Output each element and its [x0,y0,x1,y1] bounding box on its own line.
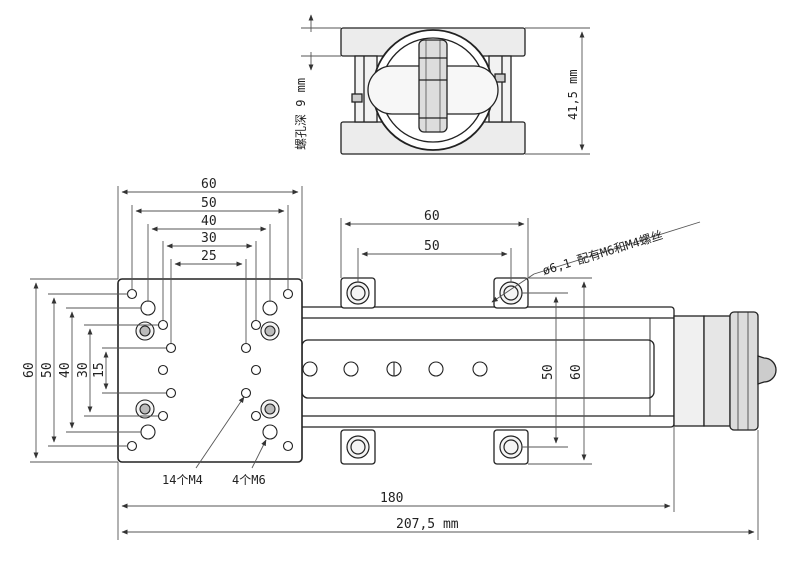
plate-height-30: 30 [76,362,91,378]
rail-height-50: 50 [541,364,556,380]
plate-holes [126,288,294,452]
adjustment-knob [729,311,759,431]
plate-width-60: 60 [201,177,217,192]
rail-dim-lines [340,218,592,465]
plate-width-30: 30 [201,231,217,246]
rail-holes [302,361,488,377]
rail-width-50: 50 [424,239,440,254]
top-view-left-nub [351,93,363,103]
top-view-height-label: 41,5 mm [566,69,580,120]
m6-holes-callout: 4个M6 [232,473,266,487]
end-block [673,315,705,427]
total-length: 207,5 mm [396,517,459,532]
plate-height-15: 15 [92,362,107,378]
top-view [340,27,526,155]
plate-height-dim-lines [30,278,166,463]
front-view [117,277,777,465]
plate-width-dim-lines [117,186,303,343]
overall-dim-lines [117,427,759,540]
travel-length: 180 [380,491,403,506]
counterbore-callout: ø6,1 配有M6和M4螺丝 [541,228,665,278]
plate-width-40: 40 [201,214,217,229]
knob-cap [757,355,777,385]
plate-height-40: 40 [58,362,73,378]
top-view-dimensions [301,14,590,155]
rail-width-60: 60 [424,209,440,224]
m4-holes-callout: 14个M4 [162,473,203,487]
plate-width-50: 50 [201,196,217,211]
thread-depth-label: 螺孔深 9 mm [294,78,308,150]
knob-housing [703,315,731,427]
plate-height-60: 60 [22,362,37,378]
callout-leaders [195,221,701,469]
rail-height-60: 60 [569,364,584,380]
plate-width-25: 25 [201,249,217,264]
plate-height-50: 50 [40,362,55,378]
